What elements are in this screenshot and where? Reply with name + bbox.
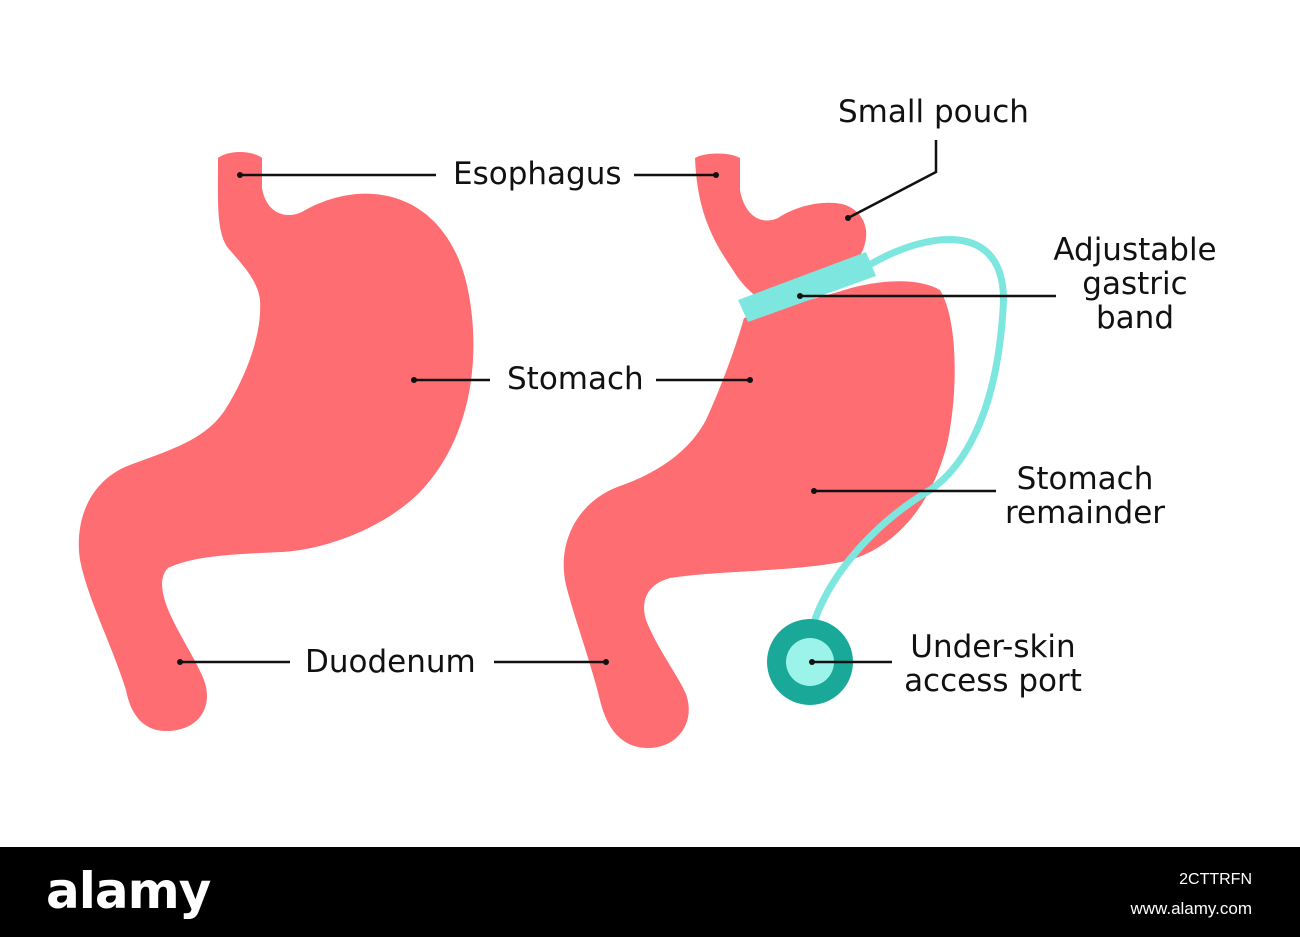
label-port-line-1: Under-skin — [910, 629, 1076, 665]
banded-stomach — [563, 153, 1007, 748]
normal-stomach-shape — [78, 153, 474, 732]
label-stomach-remainder: Stomach remainder — [1000, 462, 1170, 530]
watermark-footer: alamy 2CTTRFN www.alamy.com — [0, 847, 1300, 937]
leader-small-pouch — [847, 140, 938, 220]
leader-dot — [237, 172, 243, 178]
label-band-line-1: Adjustable — [1053, 232, 1217, 268]
watermark-site: www.alamy.com — [1130, 899, 1252, 918]
label-remainder-line-2: remainder — [1004, 495, 1166, 531]
label-remainder-line-1: Stomach — [1016, 461, 1154, 497]
leader-dot — [713, 172, 719, 178]
label-port-line-2: access port — [904, 663, 1082, 699]
label-small-pouch: Small pouch — [838, 94, 1029, 130]
label-stomach: Stomach — [507, 361, 644, 397]
leader-dot — [177, 659, 183, 665]
label-adjustable-gastric-band: Adjustable gastric band — [1040, 233, 1230, 335]
leader-dot — [411, 377, 417, 383]
leader-dot — [811, 488, 817, 494]
leader-dot — [809, 659, 815, 665]
leader-dot — [797, 293, 803, 299]
stomach-remainder-shape — [563, 281, 955, 748]
leader-dot — [747, 377, 753, 383]
label-duodenum: Duodenum — [305, 644, 476, 680]
gastric-band — [738, 252, 876, 322]
leader-dot — [603, 659, 609, 665]
label-esophagus: Esophagus — [453, 156, 622, 192]
watermark-brand: alamy — [46, 862, 211, 920]
normal-stomach — [78, 152, 474, 732]
watermark-image-id: 2CTTRFN — [1179, 871, 1252, 888]
label-band-line-2: gastric — [1082, 266, 1188, 302]
label-access-port: Under-skin access port — [900, 630, 1086, 698]
band-tubing — [808, 236, 1007, 632]
leader-dot — [845, 215, 851, 221]
small-pouch-shape — [695, 153, 867, 298]
leader-lines — [177, 140, 1056, 665]
esophagus-top — [218, 152, 262, 170]
label-band-line-3: band — [1096, 300, 1174, 336]
